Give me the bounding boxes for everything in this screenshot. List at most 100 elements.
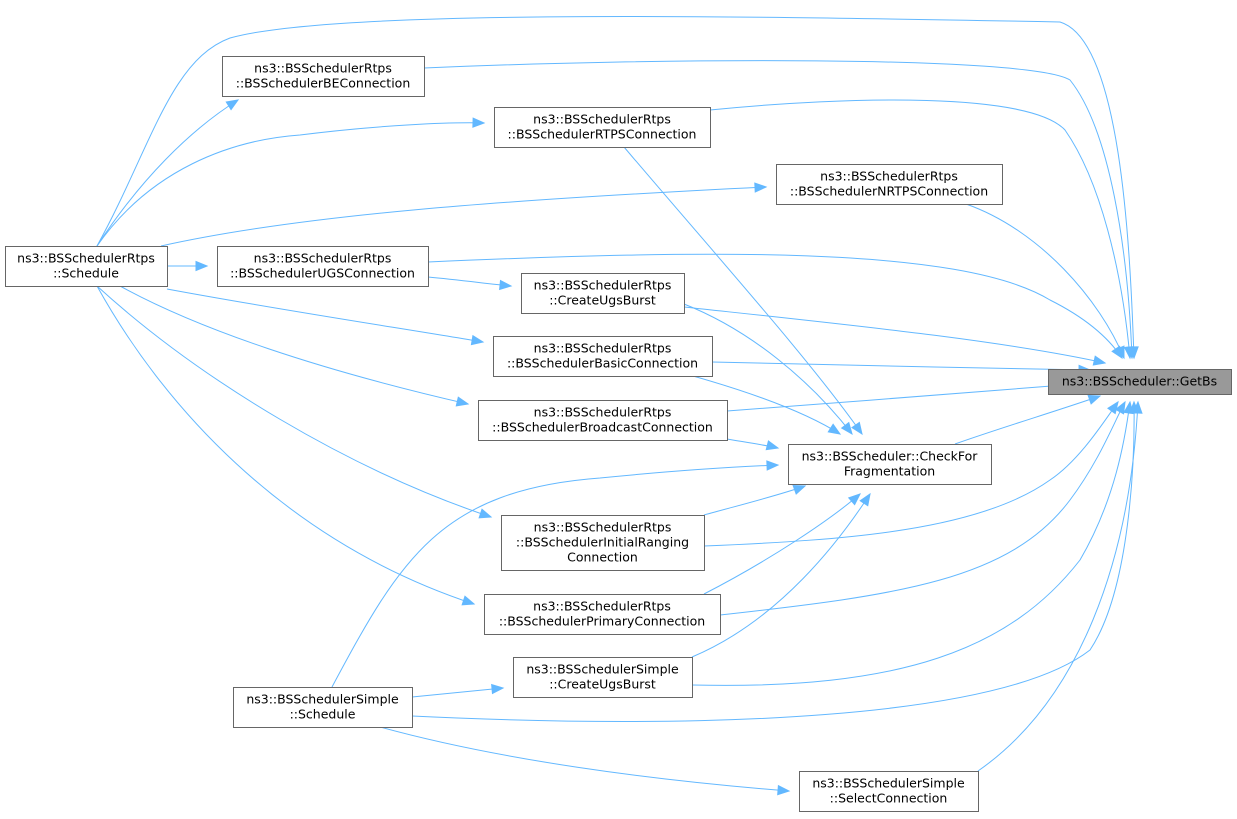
node-label-rtps_initial-line-1: ::BSSchedulerInitialRanging [516,535,689,550]
arrowhead-rtps_schedule-to-rtps_broadcast [455,396,470,407]
node-box-simple_schedule[interactable] [233,687,413,728]
edge-rtps_schedule-to-rtps_nrtps [160,186,767,247]
node-label-rtps_createugs-line-0: ns3::BSSchedulerRtps [534,278,672,293]
node-rtps_nrtps[interactable]: ns3::BSSchedulerRtps::BSSchedulerNRTPSCo… [776,164,1003,205]
node-label-simple_select-line-0: ns3::BSSchedulerSimple [812,776,965,791]
node-box-rtps_broadcast[interactable] [478,400,728,441]
node-label-simple_schedule-line-1: ::Schedule [290,707,356,722]
edge-rtps_createugs-to-check_frag [683,303,853,435]
node-rtps_ugs[interactable]: ns3::BSSchedulerRtps::BSSchedulerUGSConn… [217,246,429,287]
arrowhead-rtps_basic-to-check_frag [827,423,842,435]
node-box-getbs[interactable] [1048,369,1232,395]
arrowhead-rtps_ugs-to-rtps_createugs [499,279,513,291]
edge-rtps_ugs-to-rtps_createugs [427,276,512,287]
edge-rtps_schedule-to-rtps_rtps [96,122,485,247]
node-simple_schedule[interactable]: ns3::BSSchedulerSimple::Schedule [233,687,413,728]
node-rtps_schedule[interactable]: ns3::BSSchedulerRtps::Schedule [5,246,168,287]
node-label-check_frag-line-1: Fragmentation [844,464,935,479]
arrowhead-simple_schedule-to-check_frag [766,460,780,471]
arrowhead-rtps_schedule-to-rtps_primary [461,595,476,606]
node-box-rtps_primary[interactable] [484,594,721,635]
node-label-rtps_rtps-line-1: ::BSSchedulerRTPSConnection [508,127,697,142]
node-rtps_primary[interactable]: ns3::BSSchedulerRtps::BSSchedulerPrimary… [484,594,721,635]
edge-simple_schedule-to-check_frag [331,464,779,688]
node-label-rtps_ugs-line-0: ns3::BSSchedulerRtps [254,251,392,266]
node-simple_select[interactable]: ns3::BSSchedulerSimple::SelectConnection [799,771,979,812]
arrowhead-rtps_schedule-to-rtps_initial [478,508,493,519]
edge-simple_createugs-to-getbs [691,401,1131,686]
arrowhead-rtps_schedule-to-rtps_be [225,99,240,111]
arrowhead-rtps_initial-to-getbs [1107,400,1119,415]
node-box-simple_select[interactable] [799,771,979,812]
node-label-rtps_broadcast-line-0: ns3::BSSchedulerRtps [534,405,672,420]
arrowhead-rtps_schedule-to-rtps_ugs [195,260,209,272]
edge-rtps_schedule-to-getbs [96,16,1135,359]
node-getbs[interactable]: ns3::BSScheduler::GetBs [1048,369,1232,395]
node-label-rtps_be-line-1: ::BSSchedulerBEConnection [236,76,411,91]
node-box-rtps_ugs[interactable] [217,246,429,287]
edge-rtps_be-to-getbs [423,60,1133,359]
node-rtps_be[interactable]: ns3::BSSchedulerRtps::BSSchedulerBEConne… [222,56,425,97]
node-label-check_frag-line-0: ns3::BSScheduler::CheckFor [802,449,979,464]
arrowhead-rtps_initial-to-check_frag [792,484,807,495]
node-label-rtps_initial-line-2: Connection [567,550,638,565]
edge-rtps_schedule-to-rtps_broadcast [119,285,469,405]
node-label-rtps_broadcast-line-1: ::BSSchedulerBroadcastConnection [492,420,713,435]
arrowhead-simple_schedule-to-simple_select [777,784,791,796]
node-label-rtps_ugs-line-1: ::BSSchedulerUGSConnection [230,266,415,281]
edge-simple_schedule-to-simple_createugs [411,687,504,698]
edge-rtps_createugs-to-getbs [683,306,1106,364]
node-label-rtps_rtps-line-0: ns3::BSSchedulerRtps [533,112,671,127]
node-label-rtps_be-line-0: ns3::BSSchedulerRtps [254,61,392,76]
node-label-rtps_schedule-line-1: ::Schedule [53,266,119,281]
arrowhead-rtps_createugs-to-getbs [1092,355,1107,366]
edge-rtps_nrtps-to-getbs [965,203,1125,359]
arrowhead-rtps_broadcast-to-check_frag [765,440,780,451]
edge-simple_select-to-getbs [977,401,1139,772]
node-label-rtps_initial-line-0: ns3::BSSchedulerRtps [534,520,672,535]
node-rtps_createugs[interactable]: ns3::BSSchedulerRtps::CreateUgsBurst [521,273,685,314]
node-box-rtps_be[interactable] [222,56,425,97]
edge-rtps_schedule-to-rtps_be [96,99,239,247]
node-label-rtps_primary-line-1: ::BSSchedulerPrimaryConnection [499,614,705,629]
node-rtps_rtps[interactable]: ns3::BSSchedulerRtps::BSSchedulerRTPSCon… [494,107,711,148]
node-label-rtps_schedule-line-0: ns3::BSSchedulerRtps [17,251,155,266]
node-simple_createugs[interactable]: ns3::BSSchedulerSimple::CreateUgsBurst [513,657,693,698]
node-label-rtps_nrtps-line-1: ::BSSchedulerNRTPSConnection [790,184,988,199]
node-box-rtps_initial[interactable] [501,515,705,571]
edge-rtps_schedule-to-rtps_basic [166,288,484,343]
arrowhead-rtps_rtps-to-getbs [1123,346,1135,360]
arrowhead-rtps_schedule-to-rtps_basic [470,334,485,346]
edge-rtps_rtps-to-getbs [709,99,1131,359]
edge-check_frag-to-getbs [954,395,1101,445]
edge-simple_createugs-to-check_frag [691,493,871,658]
node-rtps_basic[interactable]: ns3::BSSchedulerRtps::BSSchedulerBasicCo… [493,336,713,377]
node-box-rtps_nrtps[interactable] [776,164,1003,205]
node-box-rtps_basic[interactable] [493,336,713,377]
arrowhead-rtps_schedule-to-rtps_nrtps [754,182,768,193]
edge-rtps_schedule-to-rtps_initial [96,285,492,518]
node-label-rtps_basic-line-1: ::BSSchedulerBasicConnection [507,356,698,371]
node-box-check_frag[interactable] [788,444,992,485]
nodes-layer: ns3::BSScheduler::GetBsns3::BSScheduler:… [5,56,1232,812]
node-box-simple_createugs[interactable] [513,657,693,698]
node-label-getbs-line-0: ns3::BSScheduler::GetBs [1062,374,1217,389]
arrowhead-simple_select-to-getbs [1132,400,1143,414]
edge-rtps_basic-to-getbs [711,361,1091,371]
arrowhead-simple_schedule-to-simple_createugs [491,683,505,695]
edge-rtps_initial-to-getbs [703,401,1119,547]
arrowhead-rtps_rtps-to-check_frag [851,421,863,436]
edge-rtps_basic-to-check_frag [692,375,841,435]
edge-simple_schedule-to-simple_select [379,726,790,792]
node-rtps_initial[interactable]: ns3::BSSchedulerRtps::BSSchedulerInitial… [501,515,705,571]
edge-rtps_rtps-to-check_frag [623,146,863,435]
node-box-rtps_createugs[interactable] [521,273,685,314]
node-label-simple_schedule-line-0: ns3::BSSchedulerSimple [246,692,399,707]
node-box-rtps_rtps[interactable] [494,107,711,148]
node-box-rtps_schedule[interactable] [5,246,168,287]
arrowhead-rtps_ugs-to-getbs [1111,345,1123,360]
node-rtps_broadcast[interactable]: ns3::BSSchedulerRtps::BSSchedulerBroadca… [478,400,728,441]
node-label-simple_createugs-line-1: ::CreateUgsBurst [549,677,656,692]
node-label-rtps_createugs-line-1: ::CreateUgsBurst [549,293,656,308]
